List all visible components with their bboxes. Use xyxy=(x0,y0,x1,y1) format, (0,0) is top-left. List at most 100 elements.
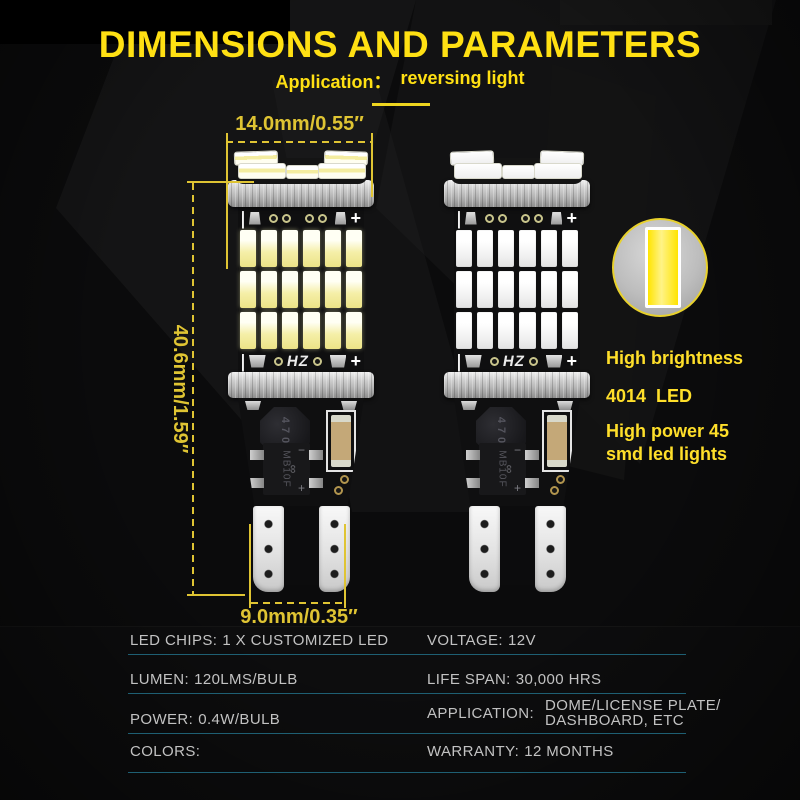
led-chip xyxy=(477,230,494,267)
led-chip xyxy=(240,230,257,267)
feature-text: 4014 LED xyxy=(606,386,693,406)
led-chip xyxy=(261,312,278,349)
spec-cell: APPLICATION: DOME/LICENSE PLATE/ DASHBOA… xyxy=(427,696,721,730)
solder-tab xyxy=(245,401,261,410)
led-chip xyxy=(324,271,341,308)
solder-pad xyxy=(545,354,563,368)
led-chip-rectangle xyxy=(645,227,681,308)
led-chip xyxy=(303,271,320,308)
top-led-chip xyxy=(238,163,286,179)
heatsink-band-top xyxy=(228,180,374,207)
led-chip xyxy=(282,271,299,308)
polarity-marking-row: | + xyxy=(238,207,364,229)
background-shape xyxy=(560,0,772,25)
solder-pad xyxy=(550,211,563,225)
solder-tab xyxy=(341,401,357,410)
feature-text: smd led lights xyxy=(606,444,728,464)
capacitor-body xyxy=(547,415,567,467)
spec-cell: LUMEN:120LMS/BULB xyxy=(130,671,298,688)
led-chip xyxy=(324,312,341,349)
led-chip xyxy=(240,312,257,349)
solder-pad xyxy=(329,354,347,368)
spec-table: LED CHIPS:1 X CUSTOMIZED LED VOLTAGE:12V… xyxy=(128,628,720,773)
spec-cell: COLORS: xyxy=(130,743,201,760)
accent-underline xyxy=(372,103,430,106)
width-dimension-tick xyxy=(226,133,228,269)
height-dimension-line xyxy=(192,183,194,595)
led-chip xyxy=(303,312,320,349)
base-dimension-line xyxy=(251,602,345,604)
board-brand-mark: HZ xyxy=(285,352,311,370)
heatsink-band-bottom xyxy=(444,372,590,398)
via-hole xyxy=(317,213,327,223)
via-hole xyxy=(273,356,283,366)
negative-terminal-mark: | xyxy=(241,350,245,372)
spec-cell: WARRANTY:12 MONTHS xyxy=(427,743,614,760)
top-led-chip xyxy=(286,165,319,179)
top-led-chip xyxy=(502,165,535,179)
width-dimension-tick xyxy=(371,133,373,197)
positive-terminal-mark: + xyxy=(350,351,361,371)
led-chip xyxy=(498,271,515,308)
spec-cell: LED CHIPS:1 X CUSTOMIZED LED xyxy=(130,632,389,649)
application-line: Application： reversing light xyxy=(0,68,800,94)
width-dimension-line xyxy=(226,141,373,143)
positive-terminal-mark: + xyxy=(566,351,577,371)
led-chip xyxy=(345,312,362,349)
infinity-logo-icon: ∞ xyxy=(286,464,301,474)
led-chip xyxy=(303,230,320,267)
feature-text: High brightness xyxy=(606,348,744,368)
led-chip xyxy=(345,230,362,267)
led-chip xyxy=(519,230,536,267)
solder-pad xyxy=(334,211,347,225)
base-prong xyxy=(468,506,500,592)
led-bulb-unlit: | + | HZ + xyxy=(444,148,590,594)
bulb-top-led-chips xyxy=(444,148,590,184)
spec-row: COLORS: WARRANTY:12 MONTHS xyxy=(128,734,686,773)
led-chip xyxy=(561,230,578,267)
polarity-marking-row: | + xyxy=(454,207,580,229)
polarity-marking-row: | HZ + xyxy=(454,350,580,372)
base-gap xyxy=(283,506,319,586)
ic-chip: − MB10F ∞ + xyxy=(466,443,539,495)
via-hole xyxy=(550,486,559,495)
solder-pad xyxy=(248,354,266,368)
led-chip xyxy=(498,312,515,349)
base-prong xyxy=(252,506,284,592)
negative-terminal-mark: | xyxy=(457,207,461,229)
capacitor-component xyxy=(542,410,572,472)
ic-positive-mark: + xyxy=(297,481,305,495)
solder-pad xyxy=(464,354,482,368)
board-brand-mark: HZ xyxy=(501,352,527,370)
height-dimension-tick xyxy=(187,594,245,596)
led-chip xyxy=(261,271,278,308)
spec-row: LED CHIPS:1 X CUSTOMIZED LED VOLTAGE:12V xyxy=(128,628,686,655)
via-hole xyxy=(520,213,530,223)
spec-cell: VOLTAGE:12V xyxy=(427,632,536,649)
via-hole xyxy=(304,213,314,223)
heatsink-band-top xyxy=(444,180,590,207)
top-led-chip xyxy=(318,163,366,179)
solder-tab xyxy=(557,401,573,410)
led-board: | + | HZ + xyxy=(454,207,580,372)
led-chip xyxy=(282,312,299,349)
polarity-marking-row: | HZ + xyxy=(238,350,364,372)
application-label: Application： xyxy=(275,72,392,92)
led-chip xyxy=(345,271,362,308)
height-dimension-tick xyxy=(187,181,254,183)
led-chip xyxy=(561,312,578,349)
base-dimension-label: 9.0mm/0.35″ xyxy=(240,606,358,628)
via-hole xyxy=(489,356,499,366)
top-led-chip xyxy=(454,163,502,179)
led-chip xyxy=(540,271,557,308)
wedge-base xyxy=(468,506,566,592)
application-value: reversing light xyxy=(400,68,525,88)
led-chip xyxy=(519,271,536,308)
led-chip xyxy=(540,312,557,349)
led-chip xyxy=(324,230,341,267)
positive-terminal-mark: + xyxy=(350,208,361,228)
led-chip-grid xyxy=(454,229,580,350)
led-chip xyxy=(282,230,299,267)
led-chip xyxy=(456,312,473,349)
base-prong xyxy=(534,506,566,592)
